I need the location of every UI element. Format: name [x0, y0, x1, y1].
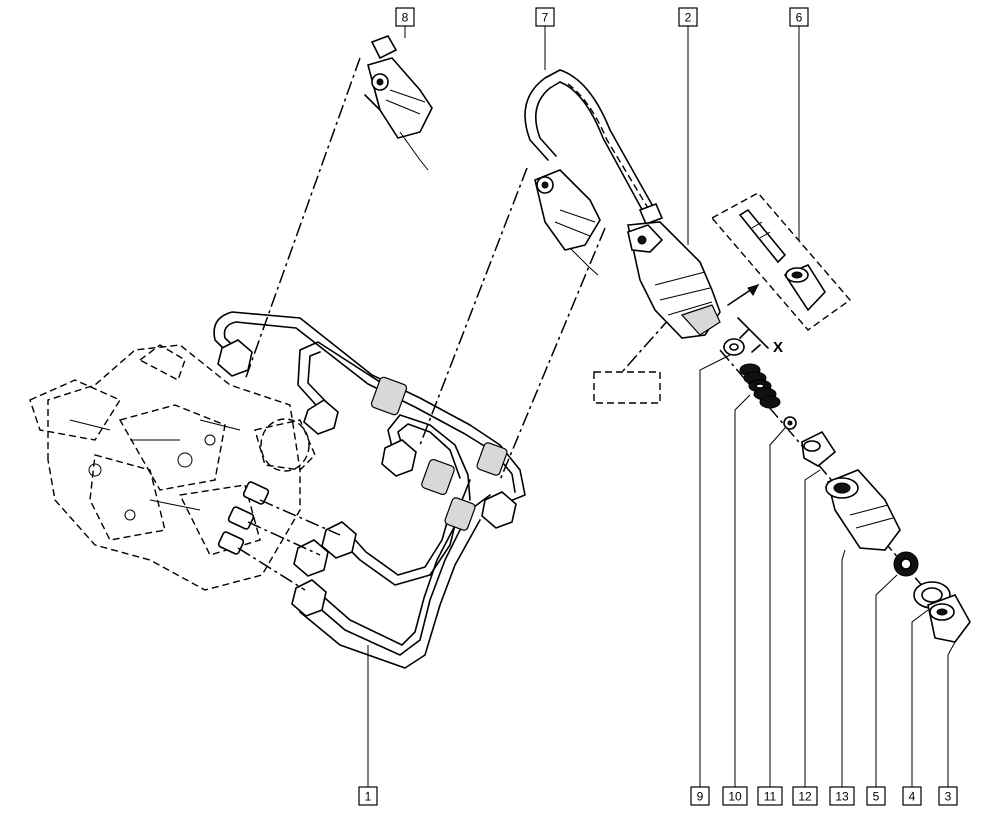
dimension-x-label: X [773, 339, 783, 356]
callout-7: 7 [535, 7, 555, 27]
callout-11-label: 11 [764, 790, 777, 804]
callout-3-label: 3 [945, 790, 952, 804]
injector-centre [534, 169, 601, 276]
callout-12: 12 [792, 786, 818, 806]
callout-11: 11 [757, 786, 783, 806]
leak-off-return-hose [524, 69, 664, 226]
injector-small-parts [723, 338, 971, 643]
callout-13: 13 [829, 786, 855, 806]
pipe-clamps [370, 376, 508, 531]
callout-9: 9 [690, 786, 710, 806]
leader-lines [367, 26, 956, 787]
callout-12-label: 12 [798, 790, 812, 804]
callout-13-label: 13 [835, 790, 849, 804]
callout-5: 5 [866, 786, 886, 806]
callout-5-label: 5 [873, 790, 880, 804]
injection-pump [29, 344, 316, 591]
spring [739, 363, 781, 409]
callout-6: 6 [789, 7, 809, 27]
callout-9-label: 9 [697, 790, 704, 804]
pipe-union-nuts [217, 339, 517, 617]
callout-7-label: 7 [542, 11, 549, 25]
callout-8-label: 8 [402, 11, 409, 25]
injector-upper-left [364, 35, 433, 171]
callout-1: 1 [358, 786, 378, 806]
high-pressure-pipe-set [213, 311, 526, 669]
dimension-x: X [727, 284, 783, 356]
injector-body [627, 221, 721, 339]
callout-4-label: 4 [909, 790, 916, 804]
callout-2-label: 2 [685, 11, 692, 25]
callout-4: 4 [902, 786, 922, 806]
callout-2: 2 [678, 7, 698, 27]
callout-10-label: 10 [728, 790, 742, 804]
callout-1-label: 1 [365, 790, 372, 804]
callout-3: 3 [938, 786, 958, 806]
callout-6-label: 6 [796, 11, 803, 25]
repair-kit-box [710, 192, 852, 331]
callout-8: 8 [395, 7, 415, 27]
reference-box [593, 371, 661, 404]
callout-10: 10 [722, 786, 748, 806]
